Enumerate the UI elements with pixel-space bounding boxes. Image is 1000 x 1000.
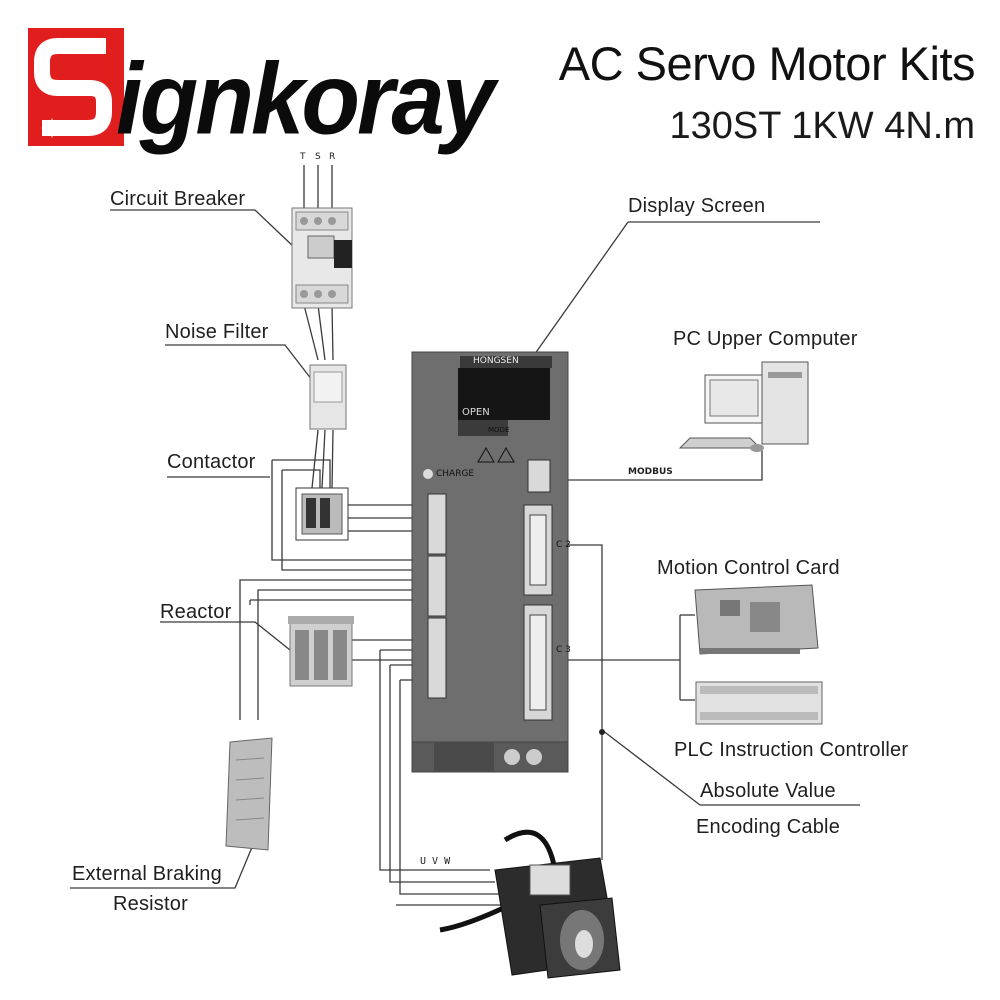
uvw-label: U V W bbox=[420, 856, 451, 867]
brand-wordmark: ignkoray bbox=[116, 43, 495, 156]
label-motion-control-card: Motion Control Card bbox=[657, 557, 840, 579]
braking-resistor-device bbox=[225, 737, 273, 851]
connector-cn2-label: C 2 bbox=[556, 540, 571, 550]
noise-filter-device bbox=[309, 364, 347, 430]
label-display-screen: Display Screen bbox=[628, 195, 766, 217]
brand-logo-s bbox=[28, 28, 124, 146]
drive-brand: HONGSEN bbox=[473, 356, 519, 366]
label-noise-filter: Noise Filter bbox=[165, 321, 269, 343]
sparkle-icon bbox=[41, 118, 63, 138]
drive-charge-label: CHARGE bbox=[436, 469, 475, 479]
plc-device bbox=[695, 681, 823, 725]
page-title: AC Servo Motor Kits bbox=[558, 37, 976, 90]
label-contactor: Contactor bbox=[167, 451, 256, 473]
servo-drive bbox=[411, 351, 569, 773]
phase-s-label: S bbox=[315, 152, 321, 162]
label-circuit-breaker: Circuit Breaker bbox=[110, 188, 246, 210]
phase-t-label: T bbox=[300, 152, 306, 162]
motion-card-device bbox=[694, 584, 819, 655]
label-encoding-cable-1: Absolute Value bbox=[700, 780, 836, 802]
modbus-label: MODBUS bbox=[628, 467, 673, 477]
contactor-device bbox=[295, 487, 349, 541]
label-braking-resistor-2: Resistor bbox=[113, 893, 188, 915]
label-pc-upper-computer: PC Upper Computer bbox=[673, 328, 858, 350]
label-encoding-cable-2: Encoding Cable bbox=[696, 816, 841, 838]
phase-r-label: R bbox=[329, 152, 336, 162]
page-subtitle: 130ST 1KW 4N.m bbox=[669, 105, 975, 147]
pc-computer-device bbox=[678, 361, 809, 452]
reactor-device bbox=[288, 616, 354, 687]
label-braking-resistor-1: External Braking bbox=[72, 863, 222, 885]
circuit-breaker-device bbox=[291, 207, 353, 309]
servo-motor-device bbox=[439, 829, 621, 979]
drive-open-label: OPEN bbox=[462, 407, 490, 418]
drive-mode-label: MODE bbox=[488, 426, 510, 434]
label-reactor: Reactor bbox=[160, 601, 232, 623]
connector-cn3-label: C 3 bbox=[556, 645, 571, 655]
label-plc-controller: PLC Instruction Controller bbox=[674, 739, 909, 761]
